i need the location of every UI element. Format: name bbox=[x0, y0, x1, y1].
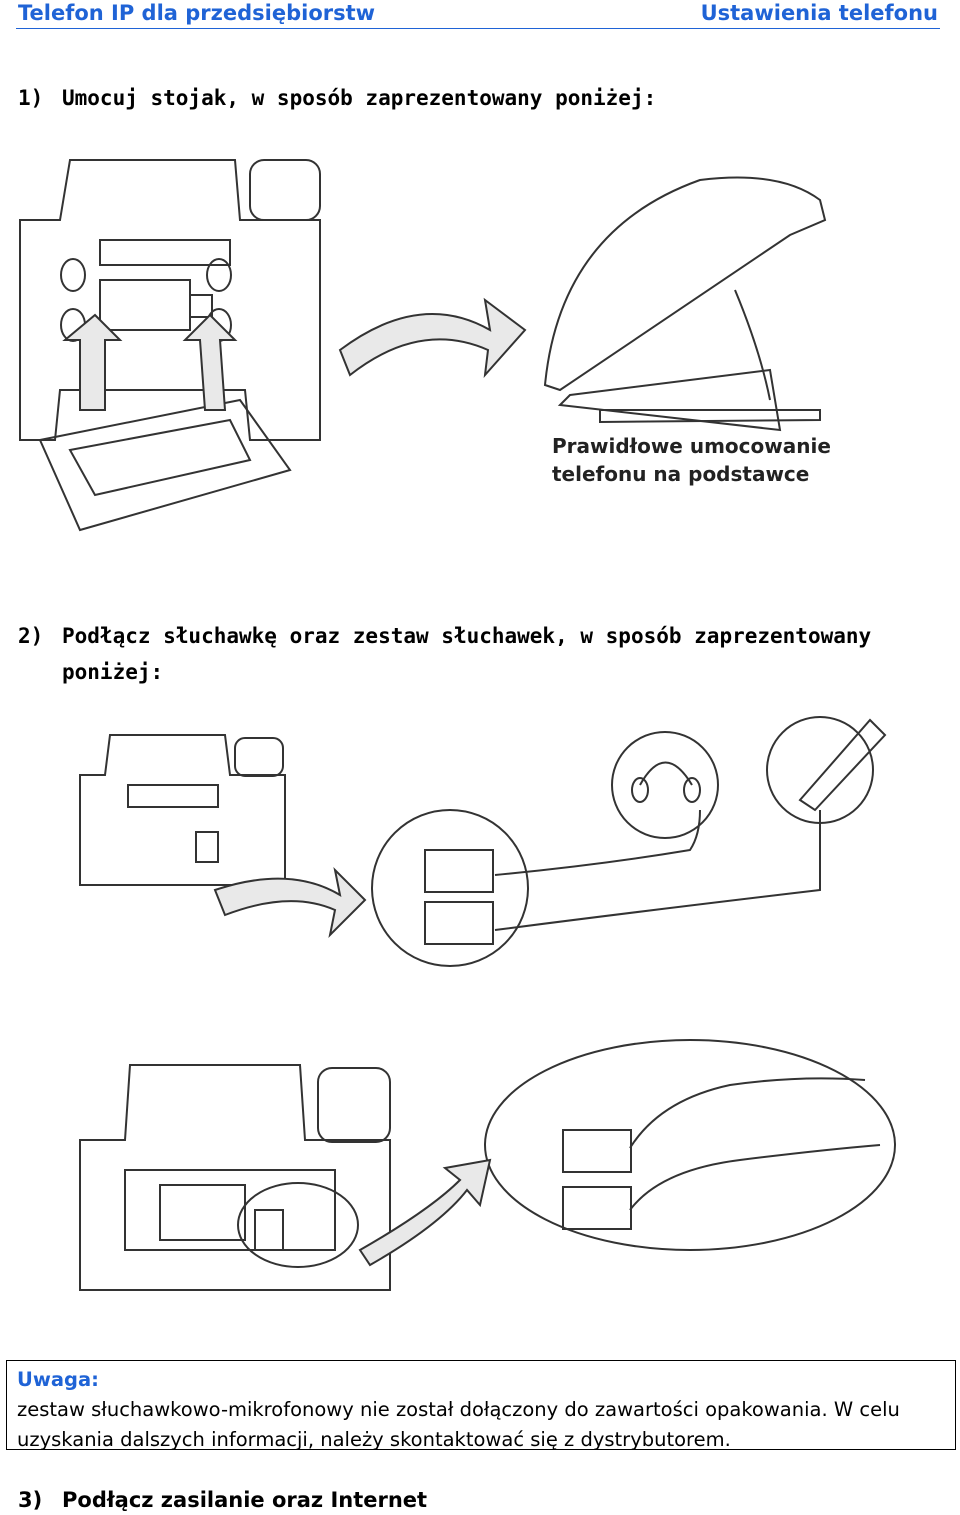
stand-outline bbox=[38, 398, 292, 532]
step-2-text: Podłącz słuchawkę oraz zestaw słuchawek,… bbox=[62, 624, 872, 648]
figure1-caption-line1: Prawidłowe umocowanie bbox=[552, 434, 831, 458]
handset-headset-figure bbox=[79, 716, 896, 1291]
handset-circle bbox=[766, 716, 874, 824]
step-3-number: 3) bbox=[18, 1488, 43, 1512]
stand-mounting-figure: Prawidłowe umocowanie telefonu na podsta… bbox=[19, 159, 831, 532]
phone-back-lower bbox=[79, 1064, 391, 1291]
right-arrow-upper-icon bbox=[213, 866, 367, 939]
right-arrow-icon bbox=[338, 297, 527, 379]
step-1: 1) Umocuj stojak, w sposób zaprezentowany… bbox=[18, 86, 656, 110]
header-left-title: Telefon IP dla przedsiębiorstw bbox=[18, 1, 376, 25]
note-box: Uwaga: zestaw słuchawkowo-mikrofonowy ni… bbox=[6, 1360, 956, 1451]
handset-cable bbox=[494, 810, 821, 931]
header-rule bbox=[16, 28, 940, 29]
phone-back-upper bbox=[79, 734, 286, 886]
headset-cable bbox=[494, 809, 701, 876]
right-arrow-lower-icon bbox=[358, 1158, 492, 1267]
page-header: Telefon IP dla przedsiębiorstw Ustawieni… bbox=[0, 0, 960, 29]
step-1-text: Umocuj stojak, w sposób zaprezentowany p… bbox=[62, 86, 657, 110]
ports-detail-ellipse bbox=[484, 1039, 896, 1251]
step-2: 2) Podłącz słuchawkę oraz zestaw słuchawe… bbox=[18, 624, 871, 648]
step-3-text: Podłącz zasilanie oraz Internet bbox=[62, 1488, 428, 1512]
phone-back-outline bbox=[19, 159, 321, 441]
step-2-text-continued: poniżej: bbox=[62, 660, 164, 684]
header-right-title: Ustawienia telefonu bbox=[700, 1, 938, 25]
ports-circle bbox=[371, 809, 529, 967]
up-arrow-left-icon bbox=[62, 313, 123, 411]
step-2-number: 2) bbox=[18, 624, 44, 648]
step-3: 3) Podłącz zasilanie oraz Internet bbox=[18, 1488, 427, 1512]
phone-side-handset bbox=[543, 176, 827, 392]
note-body: zestaw słuchawkowo-mikrofonowy nie zosta… bbox=[17, 1398, 900, 1451]
step-1-number: 1) bbox=[18, 86, 44, 110]
figure1-caption-line2: telefonu na podstawce bbox=[552, 462, 809, 486]
note-title: Uwaga: bbox=[17, 1368, 99, 1391]
headset-circle bbox=[611, 731, 719, 839]
up-arrow-right-icon bbox=[182, 313, 238, 411]
